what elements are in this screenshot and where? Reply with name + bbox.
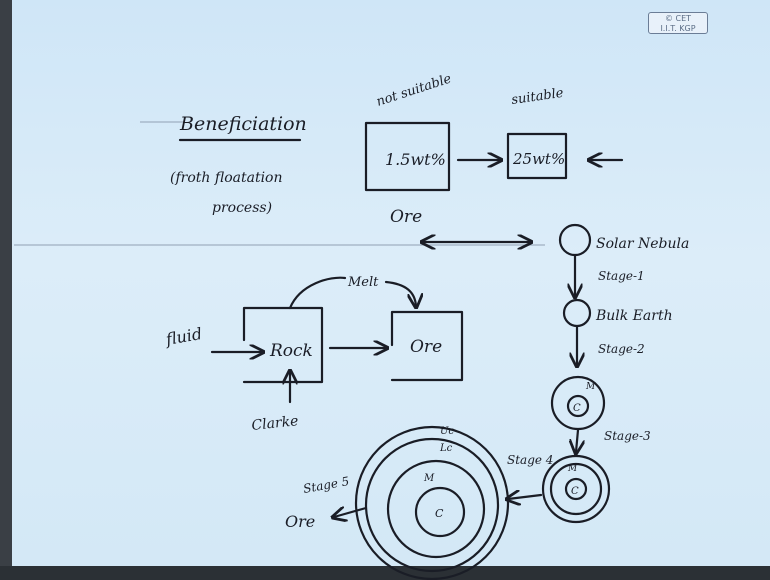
high-grade-value: 25wt%	[512, 150, 565, 168]
stage4-lower-crust-label: Lc	[439, 443, 453, 454]
stage3-core-label: C	[571, 486, 579, 497]
stage5-label: Stage 5	[302, 474, 350, 496]
beneficiation-subtitle-2: process)	[212, 200, 272, 216]
stage4-label: Stage 4	[507, 453, 553, 467]
solar-nebula-circle	[560, 225, 590, 255]
melt-curve-right	[386, 282, 416, 306]
not-suitable-label: not suitable	[375, 71, 454, 109]
stage2-label: Stage-2	[598, 342, 645, 356]
ore-label: Ore	[390, 207, 422, 227]
melt-label: Melt	[347, 275, 379, 290]
solar-nebula-label: Solar Nebula	[596, 236, 689, 252]
beneficiation-subtitle-1: (froth floatation	[170, 170, 283, 186]
stage4-upper-crust-label: Uc	[440, 426, 454, 437]
bulk-earth-circle	[564, 300, 590, 326]
suitable-label: suitable	[510, 86, 564, 108]
stage4-earth-lower-crust	[366, 439, 498, 571]
stage5-arrow	[334, 508, 366, 517]
beneficiation-title: Beneficiation	[179, 113, 307, 135]
stage3-label: Stage-3	[604, 429, 651, 443]
stage2-core-label: C	[573, 403, 581, 414]
rock-label: Rock	[269, 341, 313, 361]
rock-ore-label: Ore	[410, 337, 442, 357]
stage4-core-label: C	[435, 507, 444, 520]
fluid-label: fluid	[163, 324, 203, 349]
stage4-arrow	[508, 495, 541, 499]
melt-curve-left	[290, 278, 345, 308]
stage3-mantle-label: M	[567, 464, 578, 474]
final-ore-label: Ore	[285, 512, 315, 531]
low-grade-value: 1.5wt%	[385, 150, 446, 169]
stage4-mantle-label: M	[423, 473, 435, 484]
stage3-arrow	[576, 430, 578, 452]
stage1-label: Stage-1	[598, 269, 645, 283]
clarke-label: Clarke	[251, 413, 299, 434]
stage2-mantle-label: M	[585, 382, 596, 392]
bulk-earth-label: Bulk Earth	[595, 308, 673, 324]
